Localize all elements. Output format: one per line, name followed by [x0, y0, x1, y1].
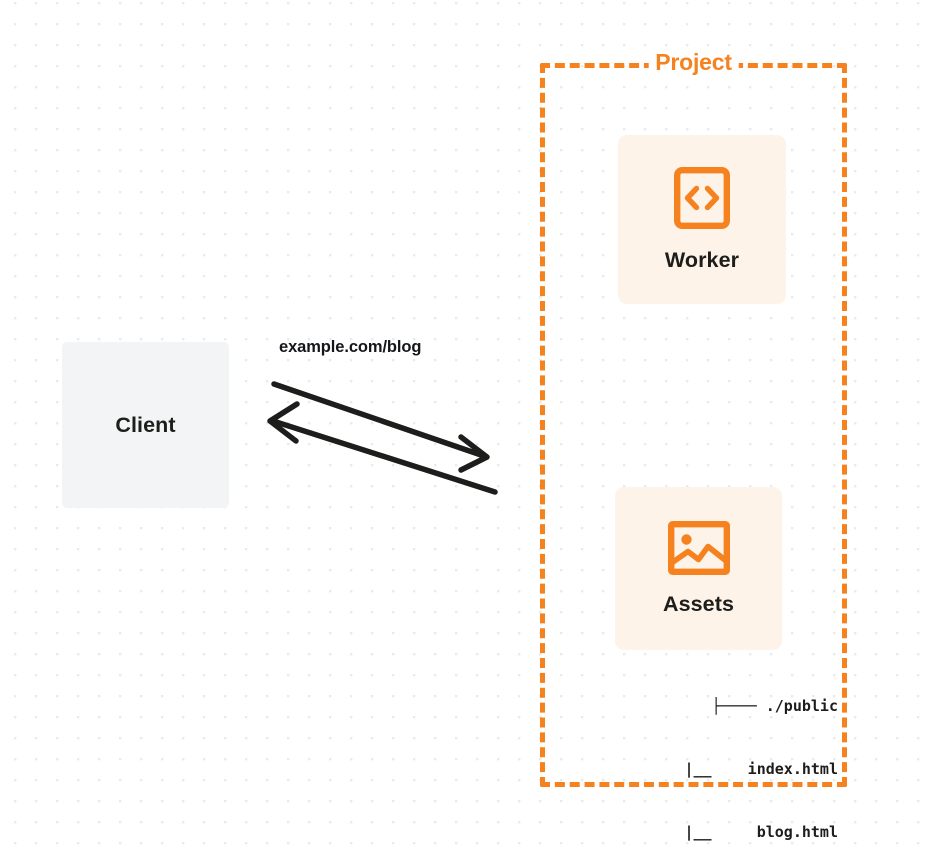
code-brackets-icon [674, 166, 730, 234]
arrow-response-left [267, 401, 498, 495]
assets-node[interactable]: Assets [615, 487, 782, 650]
image-picture-icon [667, 520, 730, 580]
file-tree-row: |__ blog.html [684, 823, 838, 841]
project-container: Project Worker Assets [540, 48, 847, 841]
assets-label: Assets [662, 591, 735, 616]
client-node[interactable]: Client [62, 342, 229, 508]
worker-node[interactable]: Worker [618, 135, 786, 304]
file-tree-row: |__ index.html [684, 760, 838, 778]
client-label: Client [115, 412, 176, 437]
file-tree-row: ├──── ./public [711, 697, 838, 715]
asset-file-tree: ├──── ./public |__ index.html |__ blog.h… [593, 654, 838, 860]
project-title: Project [648, 48, 739, 76]
worker-label: Worker [664, 247, 740, 272]
request-url-label: example.com/blog [279, 338, 422, 356]
arrow-request-right [271, 381, 490, 473]
